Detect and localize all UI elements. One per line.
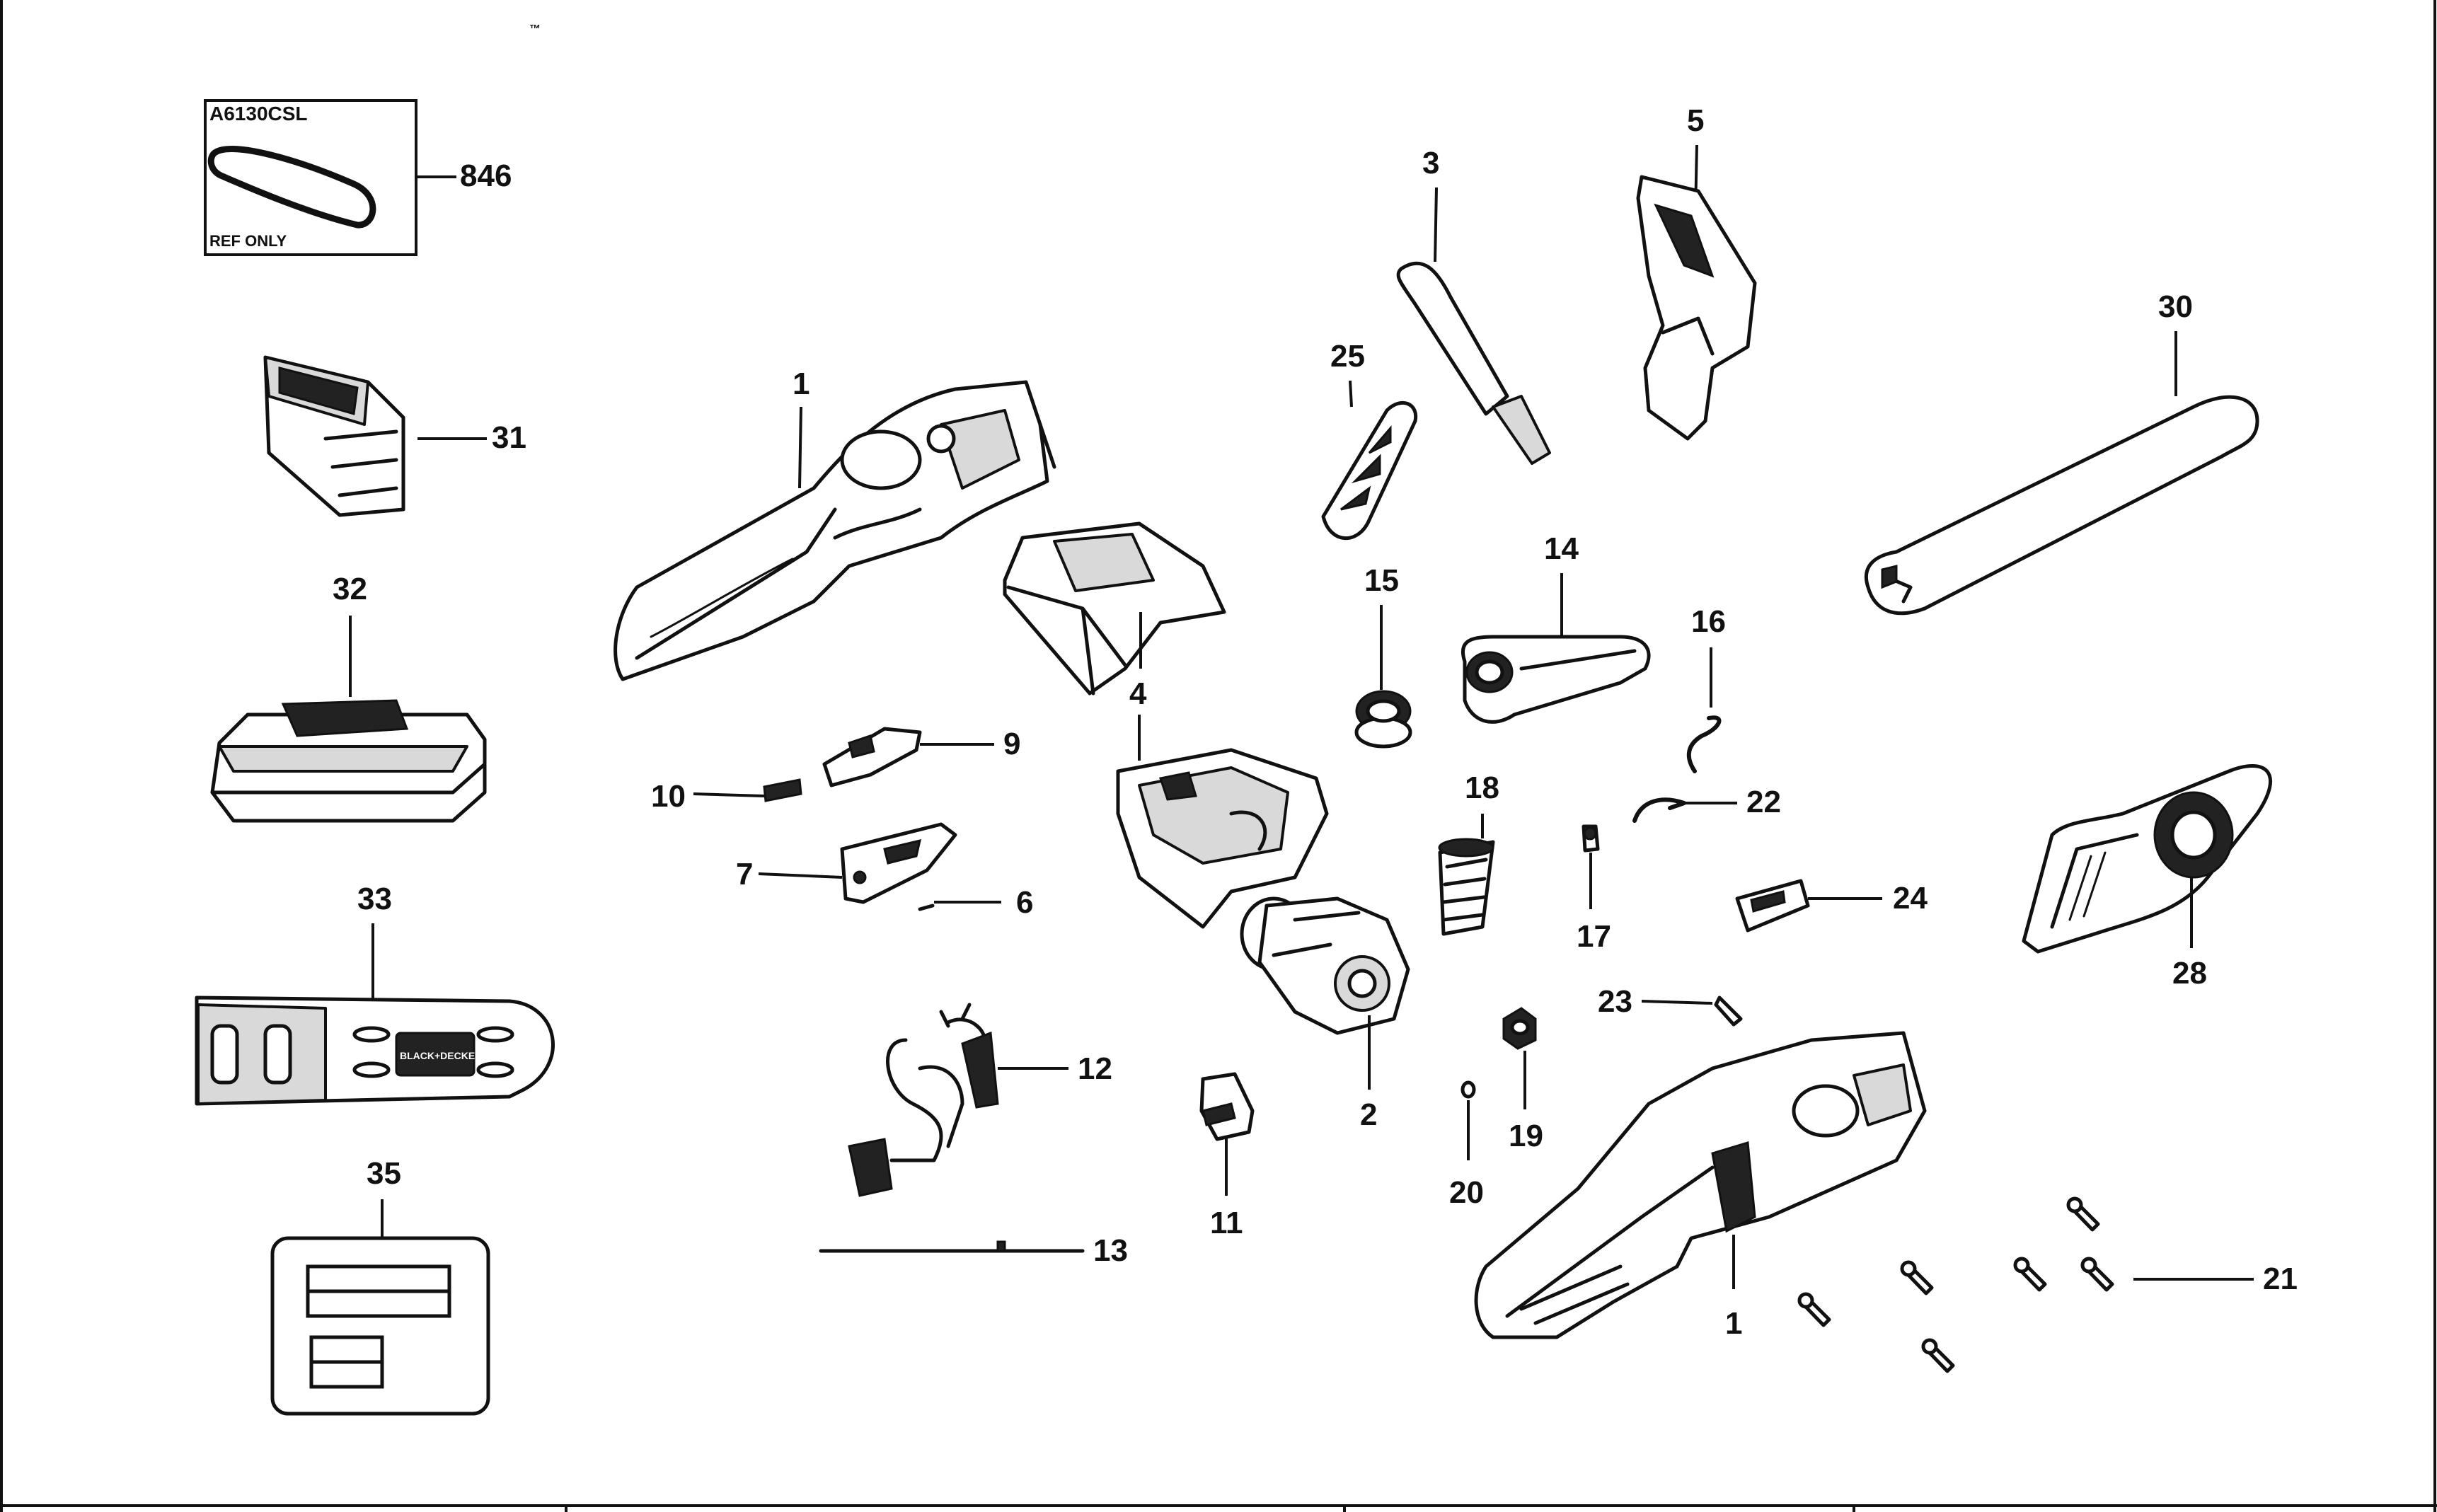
housing-screws	[1797, 1196, 2114, 1373]
ref-box-model: A6130CSL	[209, 103, 308, 125]
gear-case-cover	[1003, 521, 1226, 696]
callout-1-top: 1	[793, 367, 810, 401]
terminal-block	[1199, 1072, 1255, 1141]
switch-wiring-harness	[848, 1003, 999, 1197]
callout-22: 22	[1746, 785, 1781, 819]
callout-31: 31	[492, 420, 526, 455]
callout-25: 25	[1330, 339, 1365, 374]
callout-846: 846	[460, 158, 512, 193]
retainer-clip	[1632, 797, 1686, 823]
trademark-mark: ™	[529, 23, 541, 35]
oil-tank	[1461, 635, 1651, 724]
front-handle-grip	[1396, 261, 1551, 465]
callout-6: 6	[1016, 885, 1033, 920]
compression-spring	[763, 778, 802, 802]
bar-nut	[1502, 1007, 1537, 1050]
chain-tension-plate	[1735, 879, 1810, 933]
saw-chain-loop	[207, 146, 376, 229]
callout-1-bottom: 1	[1725, 1306, 1742, 1341]
callout-4: 4	[1129, 676, 1147, 711]
callout-24: 24	[1893, 881, 1928, 916]
callout-14: 14	[1544, 531, 1579, 566]
ref-only-chain-box: A6130CSL REF ONLY	[204, 99, 417, 256]
hand-guard	[1636, 175, 1757, 441]
left-housing-half	[613, 380, 1056, 681]
callout-21: 21	[2263, 1262, 2298, 1296]
oil-filter	[1438, 838, 1495, 936]
callout-15: 15	[1364, 563, 1399, 598]
callout-10: 10	[651, 779, 686, 814]
callout-16: 16	[1691, 604, 1726, 639]
warning-label	[270, 1236, 490, 1416]
callout-35: 35	[367, 1156, 401, 1191]
bar-cover-logo: BLACK+DECKER	[400, 1050, 482, 1061]
callout-20: 20	[1449, 1175, 1484, 1210]
gear-housing	[1116, 748, 1329, 929]
battery-pack	[263, 355, 405, 517]
battery-charger	[210, 699, 487, 823]
washer	[1461, 1080, 1476, 1099]
callout-33: 33	[357, 882, 392, 916]
trigger-switch	[840, 822, 957, 904]
right-housing-half	[1474, 1031, 1927, 1339]
oil-cap	[1354, 690, 1412, 749]
callout-32: 32	[333, 572, 367, 606]
callout-5: 5	[1687, 103, 1704, 138]
callout-28: 28	[2172, 956, 2207, 991]
sprocket-cover	[2022, 764, 2272, 954]
bar-cover-scabbard: BLACK+DECKER	[195, 996, 555, 1106]
callout-23: 23	[1598, 984, 1632, 1019]
callout-18: 18	[1465, 771, 1499, 805]
motor-assembly	[1240, 896, 1410, 1035]
rear-handle-insert	[1321, 400, 1418, 541]
callout-13: 13	[1093, 1233, 1128, 1268]
callout-7: 7	[736, 857, 753, 891]
callout-17: 17	[1577, 919, 1611, 954]
oil-check-valve	[1582, 824, 1600, 853]
guide-bar	[1864, 395, 2259, 616]
ref-box-note: REF ONLY	[209, 232, 287, 250]
bar-stud-bolt	[1714, 996, 1743, 1027]
lock-off-button	[822, 727, 922, 787]
oil-tube	[1686, 715, 1722, 773]
callout-11: 11	[1210, 1206, 1243, 1240]
callout-9: 9	[1003, 727, 1020, 761]
trigger-pin	[918, 904, 935, 911]
callout-19: 19	[1509, 1119, 1543, 1153]
callout-3: 3	[1422, 146, 1439, 180]
callout-2: 2	[1360, 1097, 1377, 1132]
callout-30: 30	[2158, 289, 2193, 324]
callout-12: 12	[1078, 1051, 1112, 1086]
